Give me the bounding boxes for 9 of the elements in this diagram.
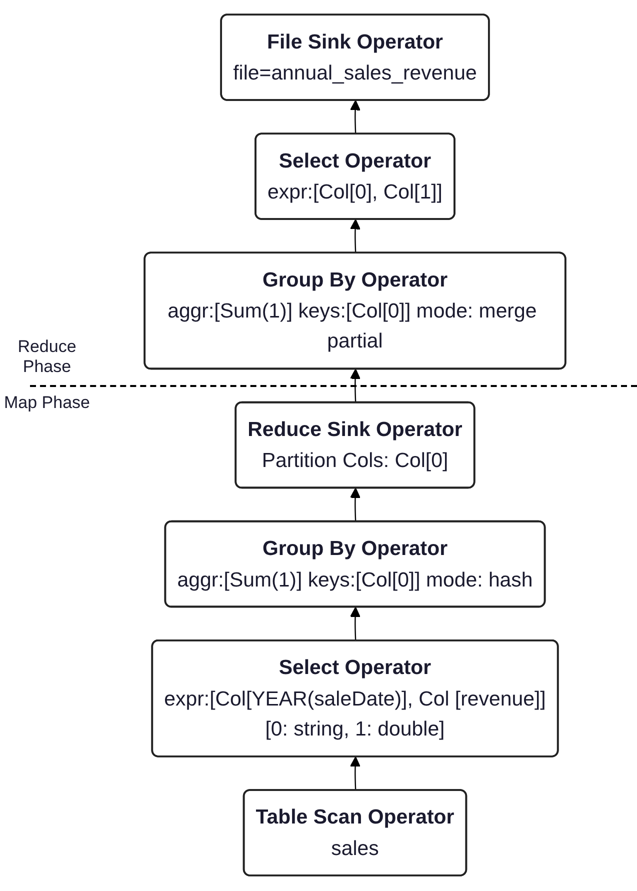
arrow: [350, 368, 361, 403]
phase-label: Map Phase: [4, 393, 90, 414]
flowchart-drawing: File Sink Operator file=annual_sales_revenue Select Operator expr:[Col[0], Col[1]] Group By Operator aggr:[Sum(1)] keys:[Col[0]] mode: merge partial Reduce Sink Operator Partition Cols: Col[0] Group By Operator aggr:[Sum(1)] keys:[Col[0]] mode: hash Select Operator expr:[Col[YEAR(saleDate)], Col [revenue]] [0: string, 1: double] Table Scan Operator sales: [95, 5, 615, 885]
phase-label: Reduce Phase: [16, 337, 78, 378]
arrow: [350, 488, 361, 522]
arrow: [350, 100, 361, 134]
arrow: [350, 219, 361, 254]
arrow: [350, 756, 361, 791]
arrow: [350, 606, 361, 641]
